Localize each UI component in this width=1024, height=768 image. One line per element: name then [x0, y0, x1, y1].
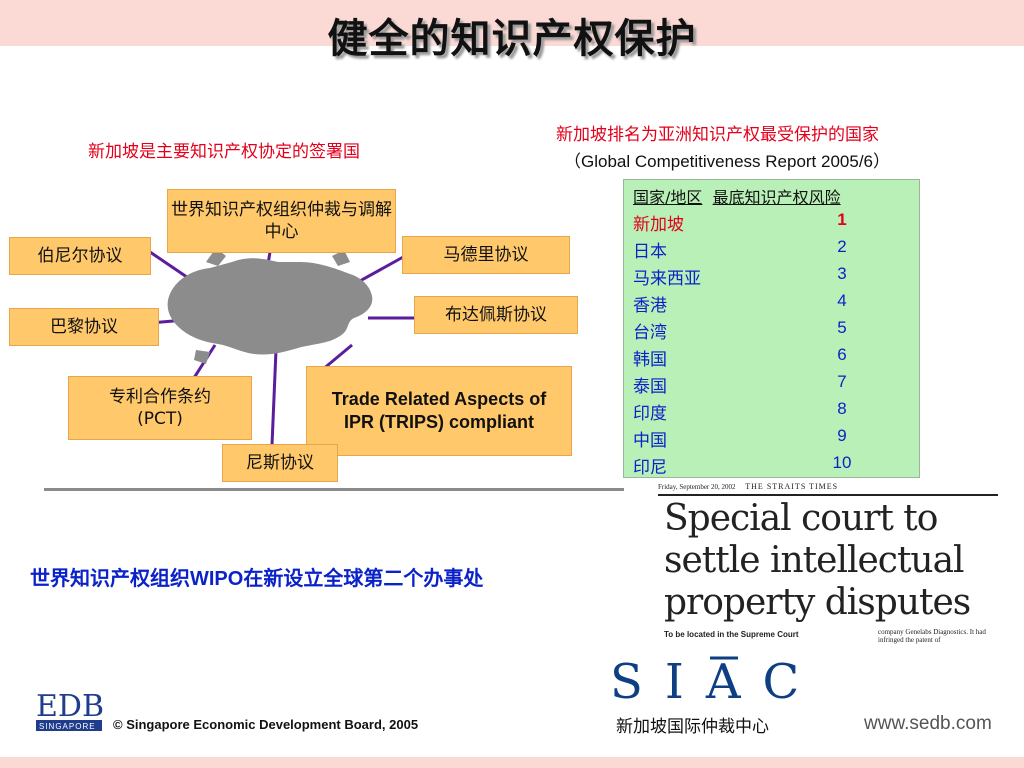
left-subtitle: 新加坡是主要知识产权协定的签署国: [88, 142, 360, 162]
ranking-panel: [623, 179, 920, 478]
ranking-source: （Global Competitiveness Report 2005/6）: [564, 152, 890, 171]
treaty-label: 尼斯协议: [246, 452, 314, 473]
ranking-country: 新加坡: [633, 215, 684, 235]
island-fragment: [194, 350, 210, 364]
title-band: [0, 0, 1024, 46]
ranking-row: 新加坡 1: [633, 210, 913, 237]
ranking-row: 韩国 6: [633, 345, 913, 372]
treaty-wipo-center: 世界知识产权组织仲裁与调解中心: [167, 189, 396, 253]
ranking-country: 韩国: [633, 350, 667, 370]
ranking-value: 8: [837, 399, 847, 418]
treaty-label: 伯尼尔协议: [37, 245, 123, 266]
page-title: 健全的知识产权保护: [327, 16, 697, 62]
newspaper-dateline: Friday, September 20, 2002: [658, 483, 736, 491]
ranking-row: 中国 9: [633, 426, 913, 453]
ranking-row: 香港 4: [633, 291, 913, 318]
treaty-trips: Trade Related Aspects of IPR (TRIPS) com…: [306, 366, 572, 456]
treaty-paris: 巴黎协议: [9, 308, 159, 346]
ranking-value: 9: [837, 426, 847, 445]
connector-nice: [270, 349, 278, 446]
header-rank: 最底知识产权风险: [712, 188, 841, 207]
treaty-berne: 伯尼尔协议: [9, 237, 151, 275]
ranking-value: 5: [837, 318, 847, 337]
ranking-value: 1: [837, 210, 847, 229]
wipo-note-acronym: WIPO: [190, 568, 244, 590]
ranking-value: 3: [837, 264, 847, 283]
newspaper-headline: Special court to settle intellectual pro…: [664, 498, 971, 623]
wipo-note-pre: 世界知识产权组织: [30, 566, 190, 590]
treaty-budapest: 布达佩斯协议: [414, 296, 578, 334]
treaty-label: 布达佩斯协议: [445, 304, 547, 325]
treaty-nice: 尼斯协议: [222, 444, 338, 482]
ranking-row: 泰国 7: [633, 372, 913, 399]
wipo-note-post: 在新设立全球第二个办事处: [243, 566, 484, 590]
singapore-island-shape: [167, 258, 373, 355]
edb-logo: EDB SINGAPORE: [36, 689, 104, 731]
ranking-value: 2: [837, 237, 847, 256]
ranking-value: 4: [837, 291, 847, 310]
section-divider: [44, 488, 624, 491]
ranking-country: 日本: [633, 242, 667, 262]
ranking-row: 台湾 5: [633, 318, 913, 345]
siac-logo-text: SIAC: [610, 654, 802, 702]
ranking-row: 马来西亚 3: [633, 264, 913, 291]
island-fragment: [332, 250, 350, 266]
newspaper-masthead-bar: Friday, September 20, 2002 THE STRAITS T…: [658, 482, 998, 496]
ranking-country: 泰国: [633, 377, 667, 397]
ranking-country: 中国: [633, 431, 667, 451]
newspaper-subhead: To be located in the Supreme Court: [664, 630, 799, 639]
footer-band: [0, 757, 1024, 768]
ranking-row: 印度 8: [633, 399, 913, 426]
treaty-label: 世界知识产权组织仲裁与调解中心: [171, 199, 392, 242]
edb-logo-text: EDB: [36, 689, 104, 724]
copyright-notice: © Singapore Economic Development Board, …: [113, 717, 419, 732]
siac-caption: 新加坡国际仲裁中心: [616, 717, 769, 737]
ranking-row: 日本 2: [633, 237, 913, 264]
ranking-country: 印尼: [633, 458, 667, 478]
treaty-label: 专利合作条约 (PCT): [109, 386, 211, 429]
header-country: 国家/地区: [633, 188, 703, 207]
ranking-country: 印度: [633, 404, 667, 424]
siac-logo: SIAC: [610, 654, 802, 702]
treaty-label: 巴黎协议: [50, 316, 118, 337]
ranking-country: 台湾: [633, 323, 667, 343]
connector-trips: [321, 343, 353, 372]
newspaper-body-snippet: company Genelabs Diagnostics. It had inf…: [878, 628, 986, 644]
ranking-row: 印尼 10: [633, 453, 913, 480]
website-link[interactable]: www.sedb.com: [864, 713, 992, 734]
ranking-value: 10: [832, 453, 852, 472]
wipo-office-note: 世界知识产权组织WIPO在新设立全球第二个办事处: [30, 562, 483, 591]
treaty-madrid: 马德里协议: [402, 236, 570, 274]
ranking-value: 6: [837, 345, 847, 364]
newspaper-masthead: THE STRAITS TIMES: [745, 482, 839, 491]
ranking-country: 香港: [633, 296, 667, 316]
ranking-subtitle: 新加坡排名为亚洲知识产权最受保护的国家: [556, 125, 879, 145]
ranking-country: 马来西亚: [633, 269, 701, 289]
treaty-pct: 专利合作条约 (PCT): [68, 376, 252, 440]
ranking-value: 7: [837, 372, 847, 391]
treaty-label: Trade Related Aspects of IPR (TRIPS) com…: [331, 388, 547, 432]
treaty-label: 马德里协议: [443, 244, 529, 265]
edb-logo-sub: SINGAPORE: [39, 722, 96, 731]
newspaper-clipping: Friday, September 20, 2002 THE STRAITS T…: [658, 478, 1004, 646]
ranking-header: 国家/地区 最底知识产权风险: [633, 184, 841, 208]
